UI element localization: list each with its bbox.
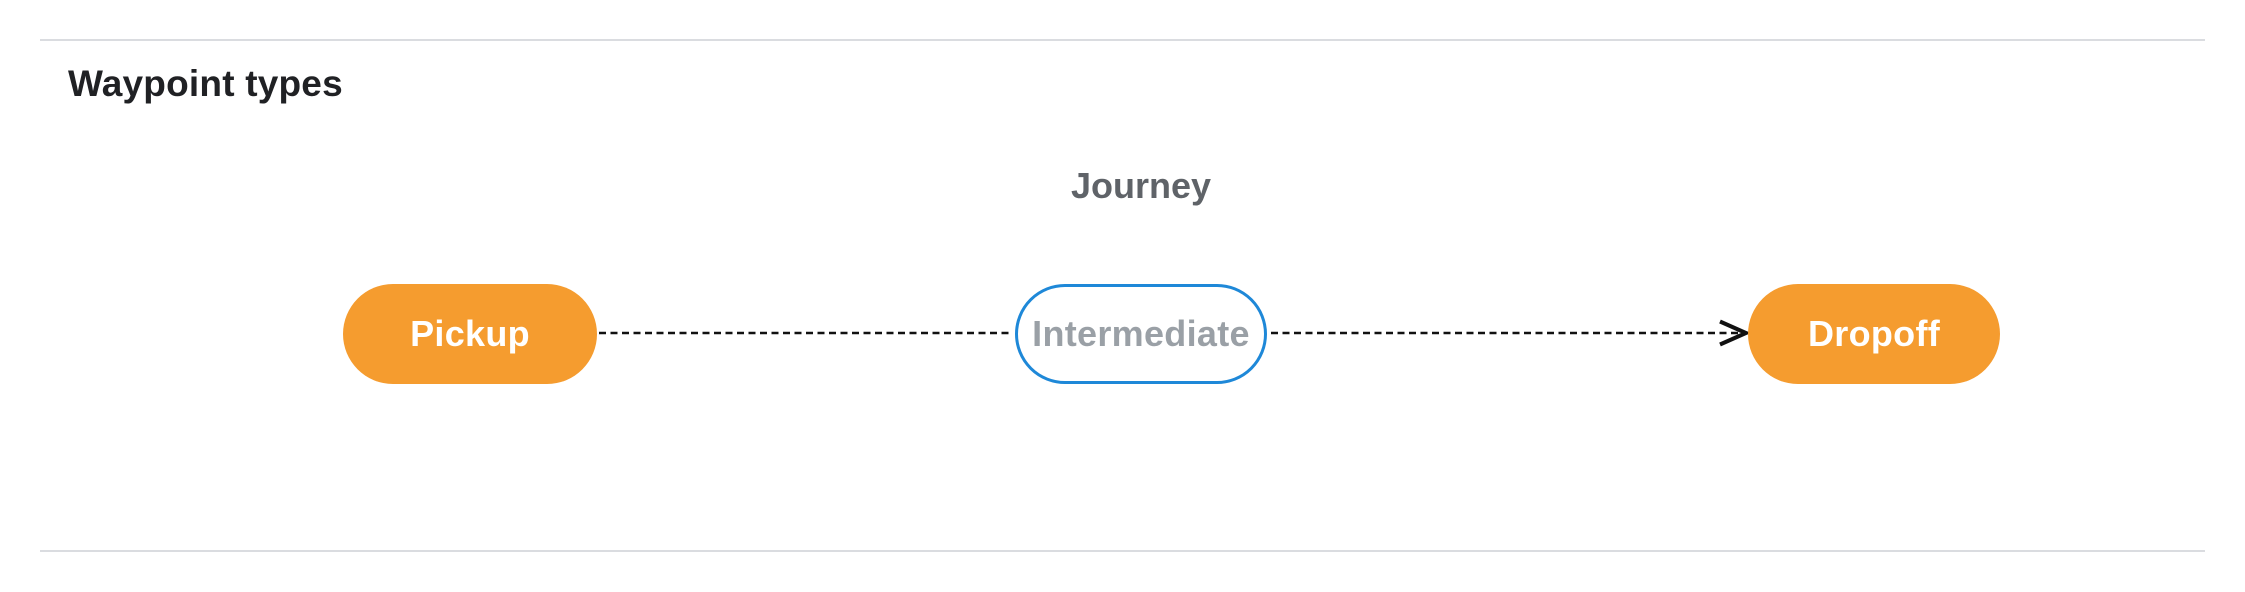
waypoint-node-dropoff: Dropoff — [1748, 284, 2000, 384]
bottom-divider — [40, 550, 2205, 552]
waypoint-node-pickup-label: Pickup — [410, 313, 530, 354]
section-heading: Waypoint types — [68, 63, 343, 104]
waypoint-node-pickup: Pickup — [343, 284, 597, 384]
waypoint-node-intermediate-label: Intermediate — [1032, 313, 1250, 354]
diagram-title: Journey — [1070, 165, 1212, 206]
arrowhead-icon — [1719, 319, 1751, 347]
waypoint-node-intermediate: Intermediate — [1015, 284, 1267, 384]
waypoint-node-dropoff-label: Dropoff — [1807, 313, 1941, 354]
top-divider — [40, 39, 2205, 41]
